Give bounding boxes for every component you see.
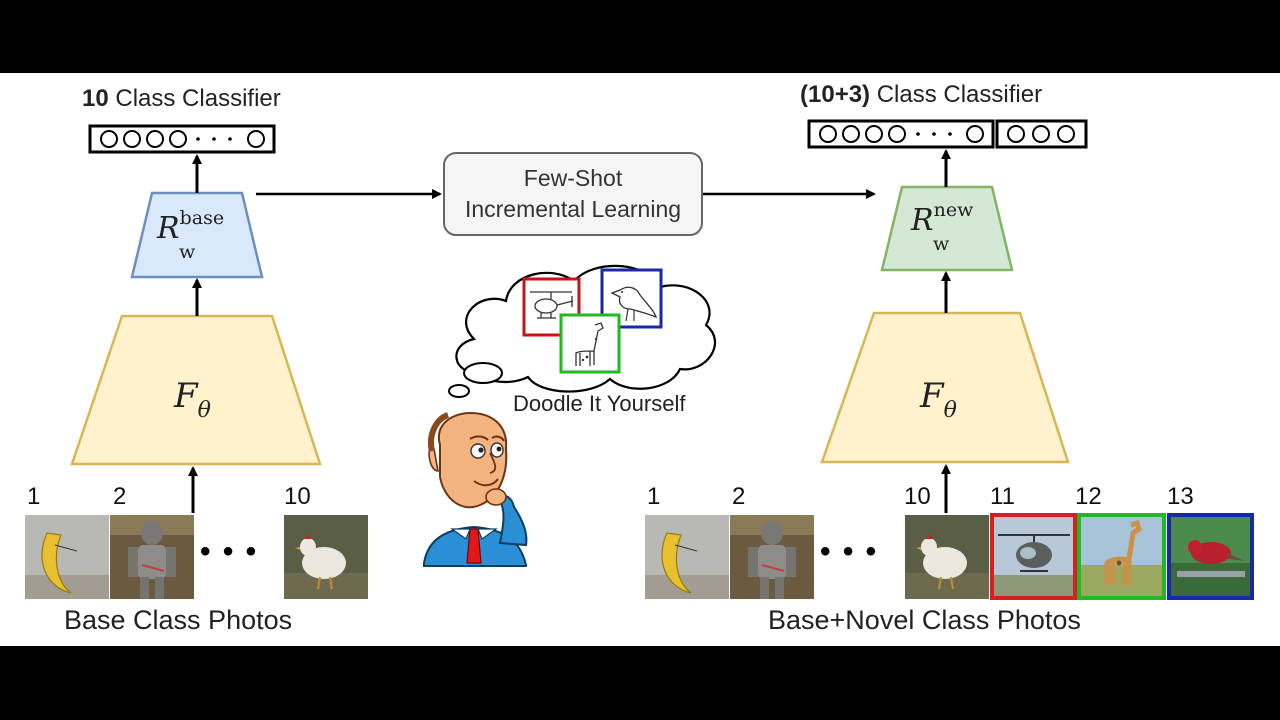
left-classifier-bar — [88, 124, 276, 154]
right-head-trapezoid — [880, 185, 1014, 272]
right-photo-number-11: 11 — [990, 483, 1015, 510]
right-backbone-label: Fθ — [920, 376, 957, 423]
right-photos-caption: Base+Novel Class Photos — [768, 605, 1081, 635]
right-photo-number-1: 1 — [647, 483, 661, 510]
banana-photo — [25, 515, 109, 599]
left-ellipsis: • • • — [200, 535, 259, 568]
right-photo-number-10: 10 — [904, 483, 931, 510]
process-box — [443, 152, 703, 236]
left-classifier-title: 10 Class Classifier — [82, 85, 281, 112]
giraffe-photo — [1077, 513, 1166, 600]
left-photo-number-10: 10 — [284, 483, 311, 510]
left-backbone-trapezoid — [70, 314, 322, 466]
process-line-2: Incremental Learning — [464, 196, 682, 222]
thought-caption: Doodle It Yourself — [513, 391, 686, 416]
hen-photo — [905, 515, 989, 599]
right-backbone-trapezoid — [820, 311, 1070, 464]
left-backbone-label: Fθ — [174, 376, 211, 423]
hen-photo — [284, 515, 368, 599]
right-photo-number-12: 12 — [1075, 483, 1102, 510]
right-classifier-title: (10+3) Class Classifier — [800, 81, 1043, 108]
diagram-shapes — [70, 119, 1088, 567]
banana-photo — [645, 515, 729, 599]
giraffe-doodle — [559, 313, 621, 374]
left-head-trapezoid — [130, 191, 264, 279]
right-photo-number-13: 13 — [1167, 483, 1194, 510]
right-ellipsis: • • • — [820, 535, 879, 568]
thinking-man-icon — [423, 411, 528, 567]
helicopter-photo — [990, 513, 1077, 600]
right-photo-number-2: 2 — [732, 483, 746, 510]
armor-photo — [730, 515, 814, 599]
armor-photo — [110, 515, 194, 599]
bird-photo — [1167, 513, 1254, 600]
right-classifier-bar — [807, 119, 1088, 149]
left-photos-caption: Base Class Photos — [64, 605, 293, 635]
process-box-text: Few-Shot Incremental Learning — [444, 163, 702, 225]
left-photo-number-1: 1 — [27, 483, 41, 510]
left-photo-number-2: 2 — [113, 483, 127, 510]
process-line-1: Few-Shot — [523, 165, 623, 191]
